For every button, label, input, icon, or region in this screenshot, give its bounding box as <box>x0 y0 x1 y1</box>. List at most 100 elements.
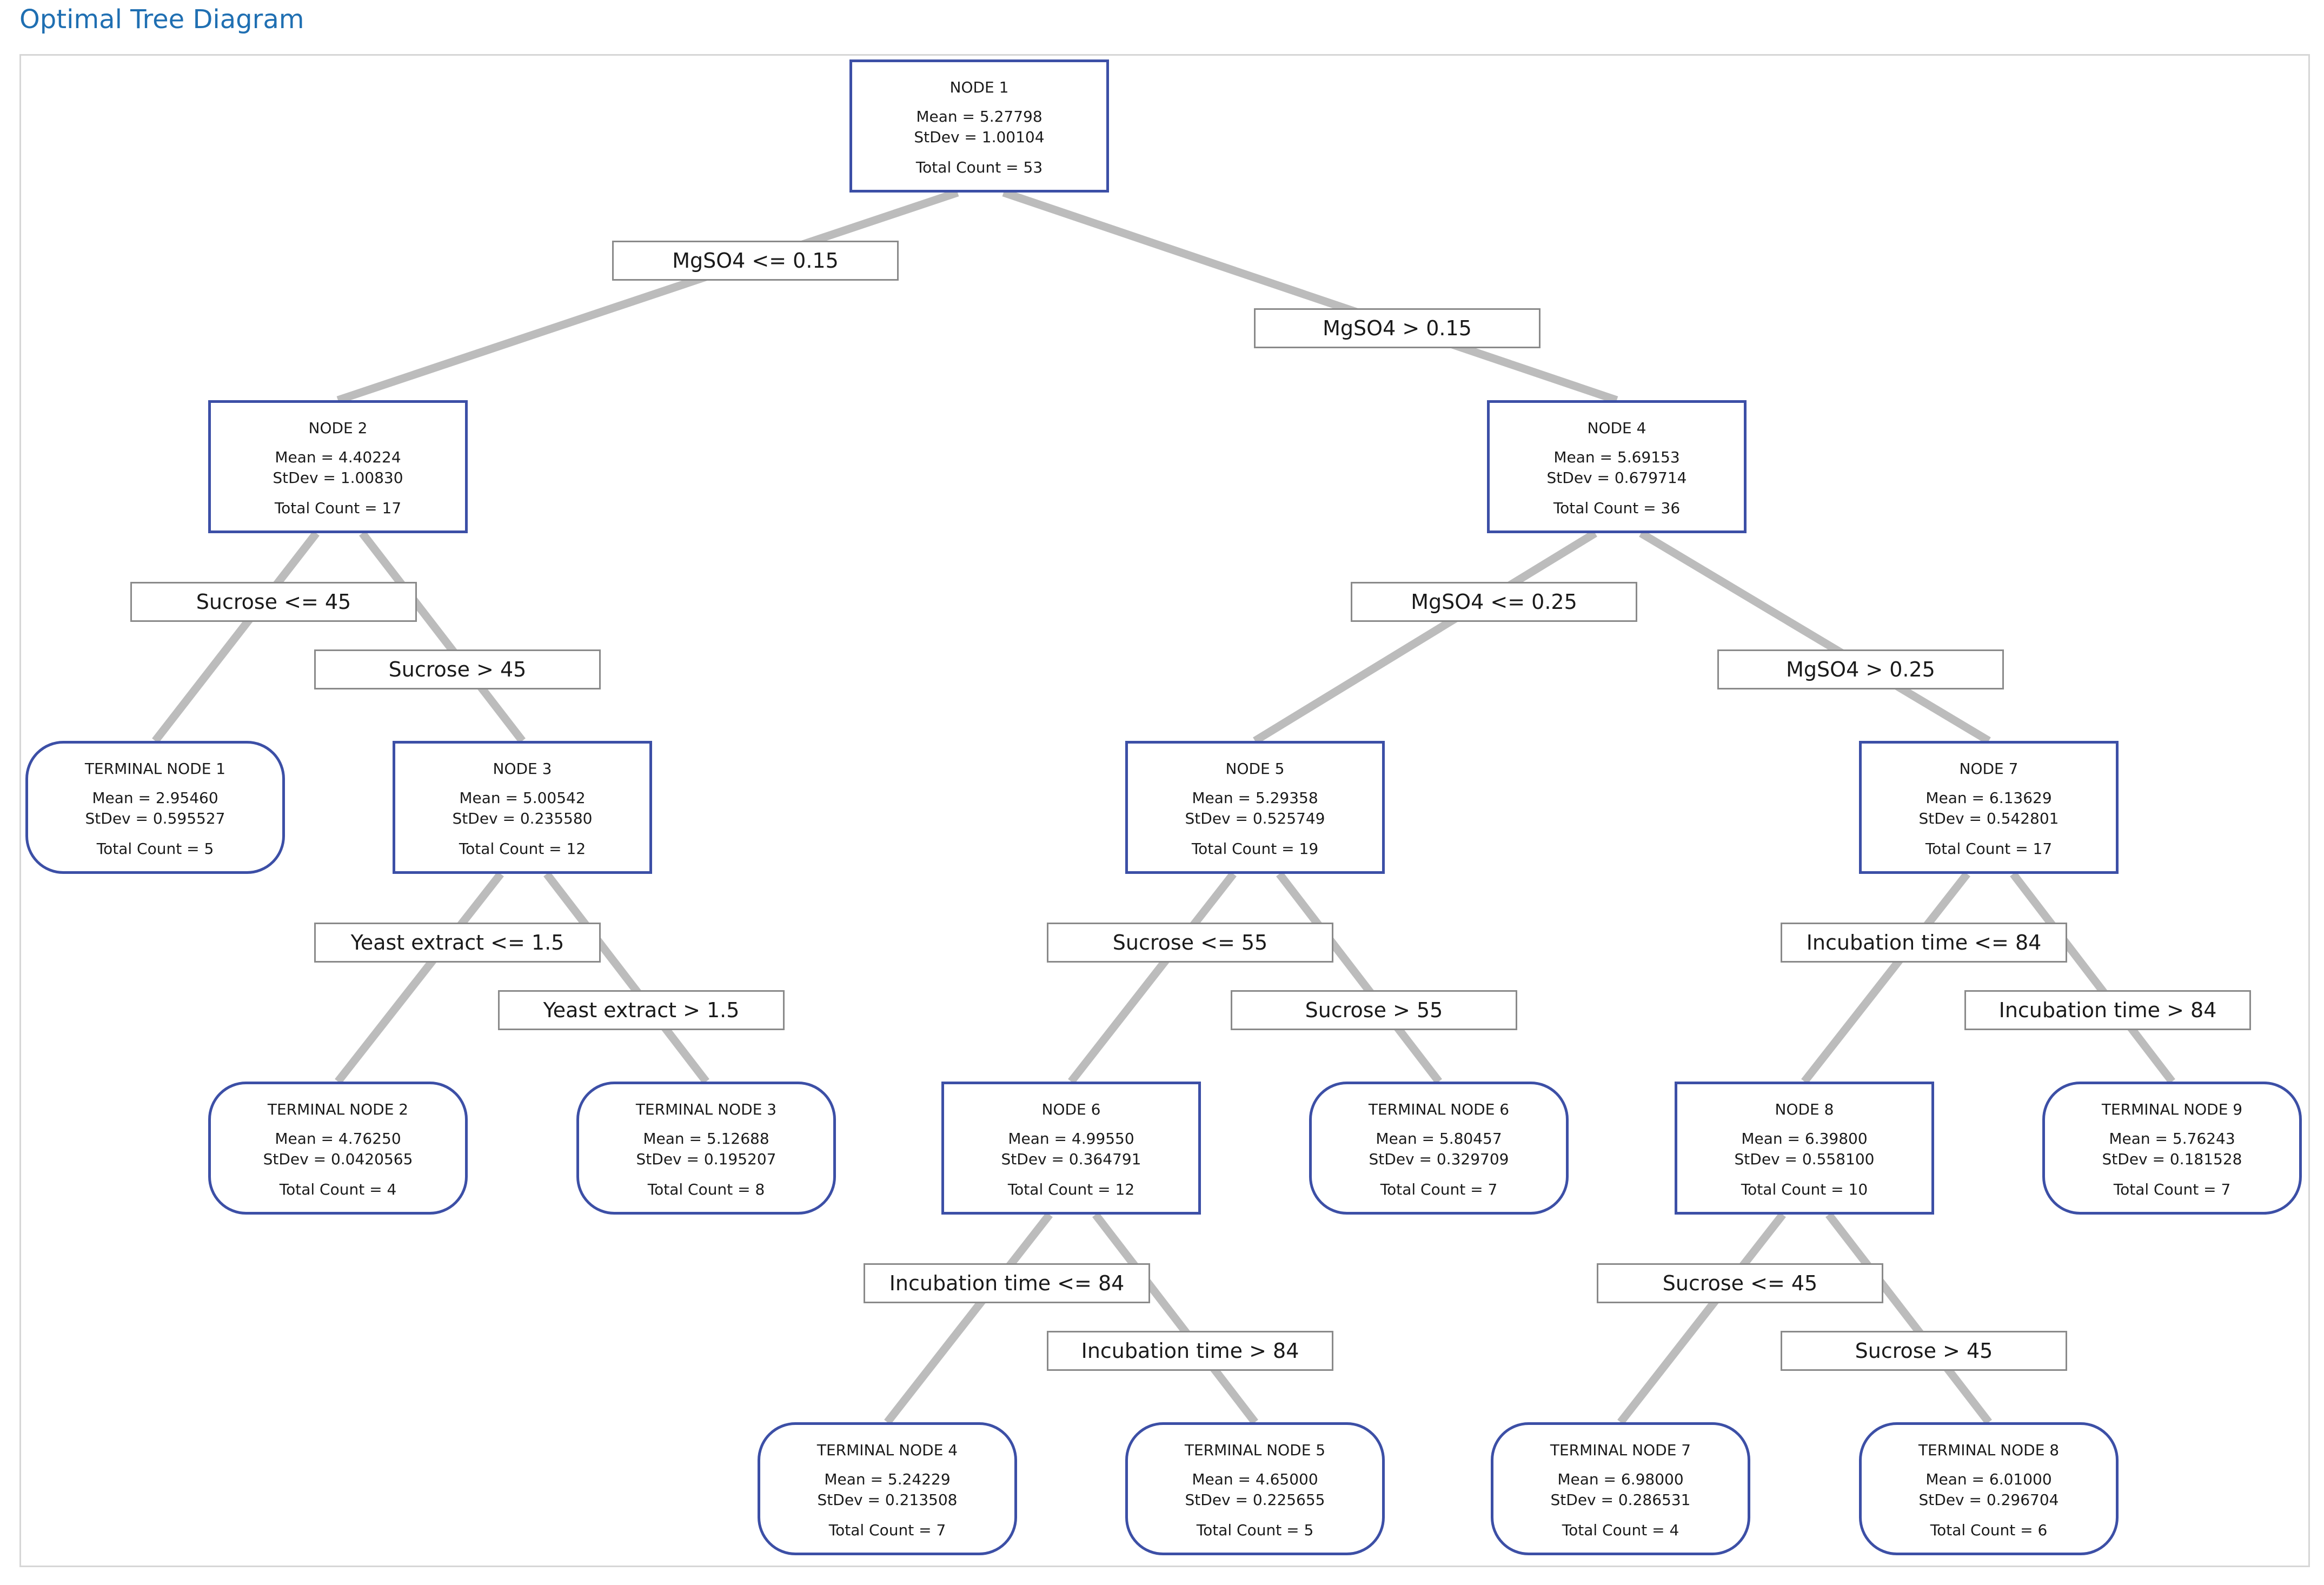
node-count: Total Count = 12 <box>459 840 586 858</box>
split-label: MgSO4 <= 0.15 <box>612 241 899 281</box>
node-mean: Mean = 5.76243 <box>2109 1130 2235 1148</box>
node-mean: Mean = 5.69153 <box>1553 448 1680 466</box>
split-label: MgSO4 > 0.25 <box>1717 649 2004 689</box>
node-stdev: StDev = 0.364791 <box>1001 1150 1141 1168</box>
node-stdev: StDev = 0.286531 <box>1550 1491 1691 1509</box>
node-mean: Mean = 4.76250 <box>275 1130 401 1148</box>
node-name: TERMINAL NODE 6 <box>1368 1100 1510 1118</box>
node-mean: Mean = 6.13629 <box>1925 789 2052 807</box>
edge-n1-n2 <box>336 188 959 404</box>
edge-n8-t7 <box>1617 1212 1786 1425</box>
node-stdev: StDev = 0.296704 <box>1918 1491 2059 1509</box>
node-mean: Mean = 5.12688 <box>643 1130 769 1148</box>
split-label: Sucrose > 45 <box>1781 1331 2067 1371</box>
node-count: Total Count = 8 <box>647 1181 765 1198</box>
edge-n6-t5 <box>1092 1212 1258 1425</box>
split-label: Incubation time > 84 <box>1964 990 2251 1030</box>
node-count: Total Count = 7 <box>828 1521 946 1539</box>
edge-n3-t3 <box>543 871 709 1084</box>
node-name: NODE 5 <box>1225 760 1285 778</box>
split-label: Sucrose <= 45 <box>1597 1263 1883 1303</box>
node-mean: Mean = 6.39800 <box>1741 1130 1868 1148</box>
edge-n2-n3 <box>359 530 526 744</box>
node-name: TERMINAL NODE 8 <box>1918 1441 2060 1459</box>
node-stdev: StDev = 0.558100 <box>1734 1150 1875 1168</box>
node-stdev: StDev = 0.181528 <box>2102 1150 2242 1168</box>
node-stdev: StDev = 0.525749 <box>1185 810 1325 827</box>
node-stdev: StDev = 0.595527 <box>85 810 225 827</box>
node-count: Total Count = 17 <box>274 499 402 517</box>
node-stdev: StDev = 0.0420565 <box>263 1150 413 1168</box>
split-label: MgSO4 <= 0.25 <box>1351 582 1637 622</box>
node-count: Total Count = 17 <box>1925 840 2053 858</box>
split-label: Yeast extract > 1.5 <box>498 990 785 1030</box>
node-name: TERMINAL NODE 3 <box>635 1100 777 1118</box>
edge-n4-n5 <box>1253 529 1597 745</box>
node-name: TERMINAL NODE 7 <box>1550 1441 1691 1459</box>
edge-n1-n4 <box>1002 188 1618 404</box>
node-count: Total Count = 4 <box>279 1181 397 1198</box>
edge-n3-t2 <box>335 871 504 1084</box>
node-mean: Mean = 5.00542 <box>459 789 586 807</box>
node-stdev: StDev = 0.679714 <box>1546 469 1687 487</box>
node-name: TERMINAL NODE 1 <box>84 760 226 778</box>
node-mean: Mean = 6.01000 <box>1925 1470 2052 1488</box>
node-name: TERMINAL NODE 4 <box>816 1441 958 1459</box>
edge-n7-t9 <box>2010 871 2175 1084</box>
node-stdev: StDev = 0.195207 <box>636 1150 776 1168</box>
node-mean: Mean = 6.98000 <box>1557 1470 1684 1488</box>
page-title: Optimal Tree Diagram <box>19 4 304 35</box>
node-stdev: StDev = 0.542801 <box>1918 810 2059 827</box>
node-name: NODE 4 <box>1587 419 1646 437</box>
edge-n5-n6 <box>1068 871 1237 1084</box>
node-stdev: StDev = 1.00830 <box>273 469 403 487</box>
node-count: Total Count = 5 <box>96 840 214 858</box>
node-count: Total Count = 7 <box>2113 1181 2231 1198</box>
node-count: Total Count = 7 <box>1380 1181 1498 1198</box>
split-label: Sucrose > 55 <box>1231 990 1517 1030</box>
node-count: Total Count = 4 <box>1562 1521 1679 1539</box>
edge-n8-t8 <box>1825 1212 1992 1425</box>
split-label: Sucrose <= 45 <box>130 582 417 622</box>
edge-n6-t4 <box>884 1212 1053 1425</box>
edge-n2-t1 <box>152 530 320 744</box>
edge-n4-n7 <box>1639 529 1991 745</box>
node-mean: Mean = 5.24229 <box>824 1470 951 1488</box>
split-label: Sucrose <= 55 <box>1047 923 1333 963</box>
node-mean: Mean = 5.27798 <box>916 108 1043 125</box>
node-name: TERMINAL NODE 2 <box>267 1100 409 1118</box>
node-count: Total Count = 19 <box>1191 840 1319 858</box>
node-mean: Mean = 4.65000 <box>1192 1470 1318 1488</box>
split-label: Sucrose > 45 <box>314 649 601 689</box>
node-name: NODE 1 <box>949 78 1009 96</box>
node-count: Total Count = 6 <box>1930 1521 2048 1539</box>
node-stdev: StDev = 0.329709 <box>1369 1150 1509 1168</box>
node-name: NODE 6 <box>1041 1100 1101 1118</box>
node-count: Total Count = 36 <box>1553 499 1681 517</box>
node-name: TERMINAL NODE 5 <box>1184 1441 1326 1459</box>
node-stdev: StDev = 0.225655 <box>1185 1491 1325 1509</box>
edge-n5-t6 <box>1276 871 1442 1084</box>
node-name: NODE 3 <box>493 760 552 778</box>
node-mean: Mean = 2.95460 <box>92 789 218 807</box>
split-label: Incubation time > 84 <box>1047 1331 1333 1371</box>
node-name: TERMINAL NODE 9 <box>2101 1100 2243 1118</box>
node-mean: Mean = 5.29358 <box>1192 789 1318 807</box>
split-label: Yeast extract <= 1.5 <box>314 923 601 963</box>
node-stdev: StDev = 0.235580 <box>452 810 593 827</box>
